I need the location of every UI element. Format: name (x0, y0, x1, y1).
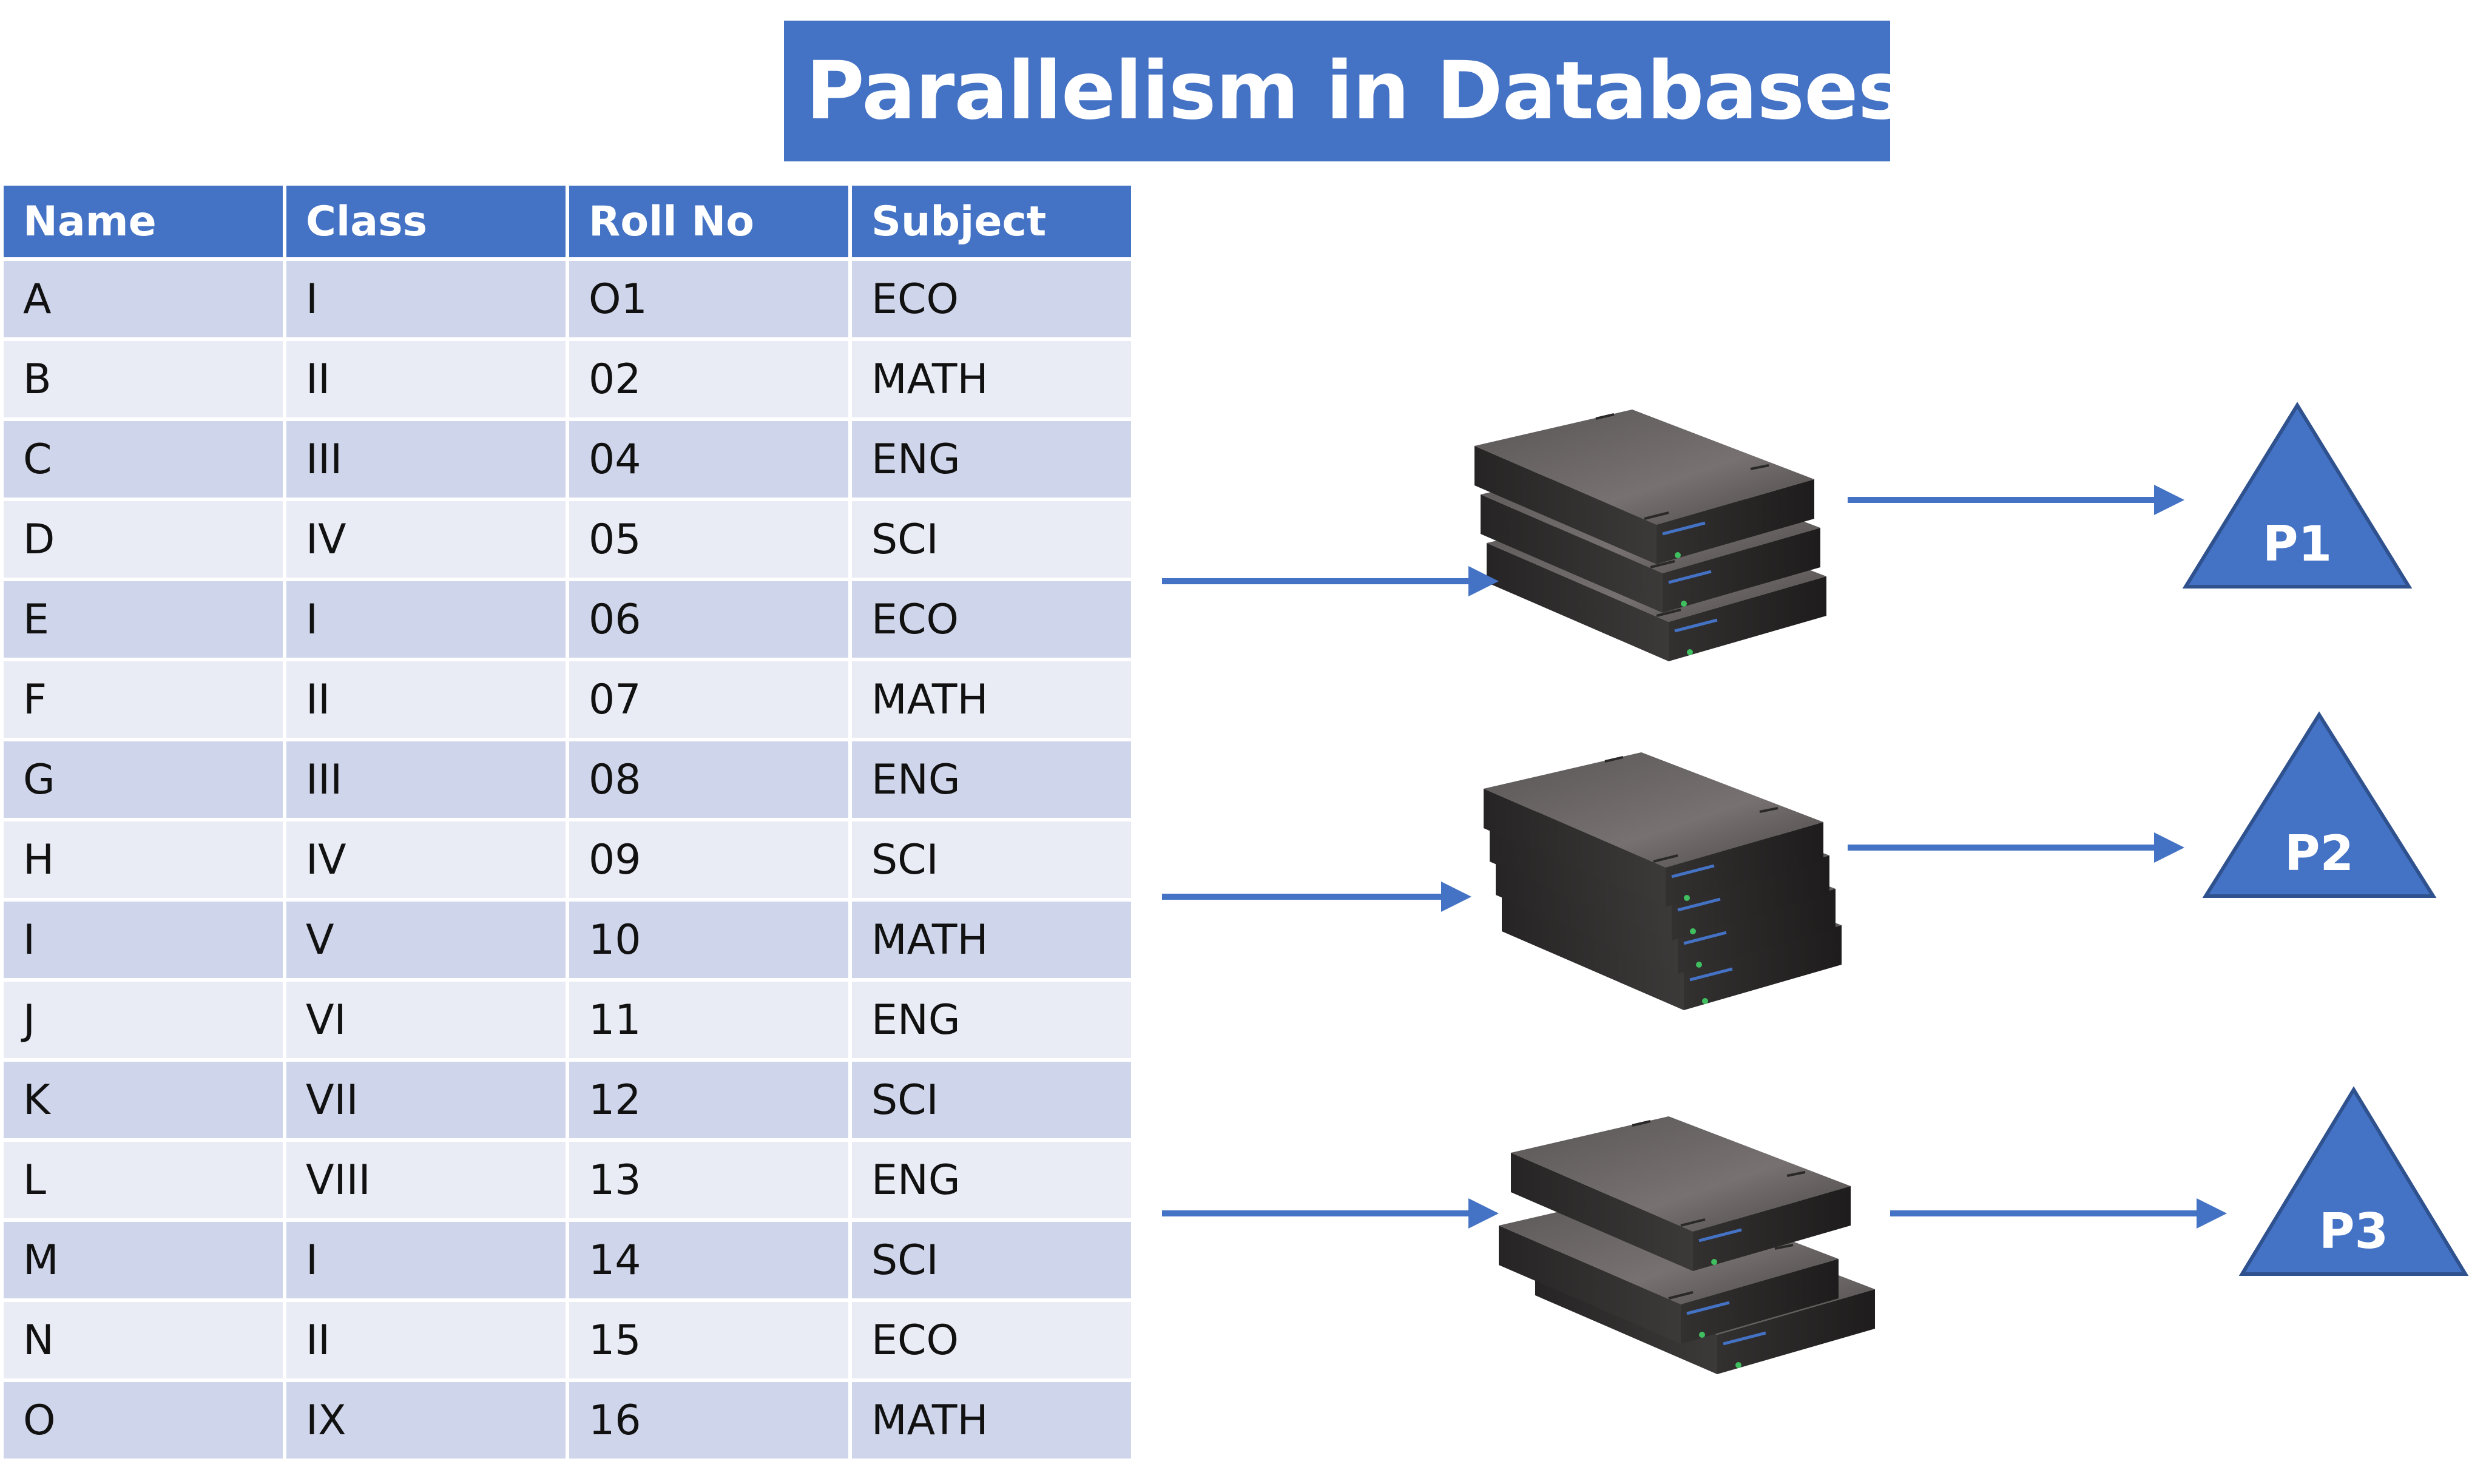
processor-p2-label: P2 (2285, 825, 2354, 882)
header-class: Class (286, 186, 566, 257)
cell-class: VI (286, 982, 566, 1058)
cell-class: I (286, 261, 566, 337)
header-roll-no: Roll No (569, 186, 848, 257)
cell-roll-no: 13 (569, 1142, 848, 1218)
cell-name: K (4, 1062, 283, 1138)
cell-subject: SCI (852, 1062, 1131, 1138)
processor-p1: P1 (2182, 402, 2413, 589)
processor-p1-label: P1 (2263, 516, 2332, 572)
cell-roll-no: 02 (569, 341, 848, 417)
header-subject: Subject (852, 186, 1131, 257)
cell-name: F (4, 661, 283, 738)
cell-roll-no: 06 (569, 581, 848, 658)
cell-subject: ECO (852, 261, 1131, 337)
triangle-icon (2202, 711, 2437, 898)
cell-roll-no: 12 (569, 1062, 848, 1138)
cell-roll-no: 04 (569, 421, 848, 497)
cell-roll-no: 16 (569, 1382, 848, 1459)
page-title: Parallelism in Databases (806, 44, 1905, 138)
cell-subject: SCI (852, 821, 1131, 898)
cell-subject: MATH (852, 1382, 1131, 1459)
cell-roll-no: O1 (569, 261, 848, 337)
cell-subject: ECO (852, 581, 1131, 658)
cell-subject: ECO (852, 1302, 1131, 1378)
cell-class: II (286, 1302, 566, 1378)
cell-class: IV (286, 501, 566, 578)
cell-name: I (4, 902, 283, 978)
cell-name: M (4, 1222, 283, 1298)
cell-class: VIII (286, 1142, 566, 1218)
cell-roll-no: 14 (569, 1222, 848, 1298)
cell-roll-no: 05 (569, 501, 848, 578)
cell-subject: ENG (852, 982, 1131, 1058)
server-stack-1-icon (1474, 410, 1826, 661)
cell-subject: MATH (852, 902, 1131, 978)
cell-name: J (4, 982, 283, 1058)
cell-subject: ENG (852, 421, 1131, 497)
triangle-icon (2238, 1086, 2469, 1276)
cell-name: L (4, 1142, 283, 1218)
cell-name: C (4, 421, 283, 497)
cell-class: IV (286, 821, 566, 898)
cell-roll-no: 07 (569, 661, 848, 738)
cell-roll-no: 09 (569, 821, 848, 898)
cell-subject: MATH (852, 341, 1131, 417)
cell-subject: SCI (852, 1222, 1131, 1298)
cell-name: E (4, 581, 283, 658)
cell-class: VII (286, 1062, 566, 1138)
title-banner: Parallelism in Databases (784, 21, 1905, 161)
cell-name: B (4, 341, 283, 417)
processor-p2: P2 (2202, 711, 2437, 898)
server-stack-3-icon (1499, 1116, 1875, 1374)
cell-class: III (286, 421, 566, 497)
cell-name: A (4, 261, 283, 337)
cell-class: II (286, 341, 566, 417)
cell-roll-no: 11 (569, 982, 848, 1058)
cell-name: G (4, 741, 283, 818)
cell-name: H (4, 821, 283, 898)
cell-subject: ENG (852, 1142, 1131, 1218)
header-name: Name (4, 186, 283, 257)
processor-p3-label: P3 (2319, 1203, 2388, 1260)
cell-subject: SCI (852, 501, 1131, 578)
cell-class: V (286, 902, 566, 978)
cell-subject: MATH (852, 661, 1131, 738)
cell-subject: ENG (852, 741, 1131, 818)
cell-class: I (286, 581, 566, 658)
processor-p3: P3 (2238, 1086, 2469, 1276)
cell-roll-no: 10 (569, 902, 848, 978)
cell-class: IX (286, 1382, 566, 1459)
cell-name: O (4, 1382, 283, 1459)
cell-class: I (286, 1222, 566, 1298)
cell-class: III (286, 741, 566, 818)
cell-roll-no: 15 (569, 1302, 848, 1378)
server-stack-2-icon (1484, 752, 1842, 1010)
triangle-icon (2182, 402, 2413, 589)
cell-name: N (4, 1302, 283, 1378)
cell-class: II (286, 661, 566, 738)
cell-roll-no: 08 (569, 741, 848, 818)
cell-name: D (4, 501, 283, 578)
table-header-row: Name Class Roll No Subject (4, 186, 1131, 257)
